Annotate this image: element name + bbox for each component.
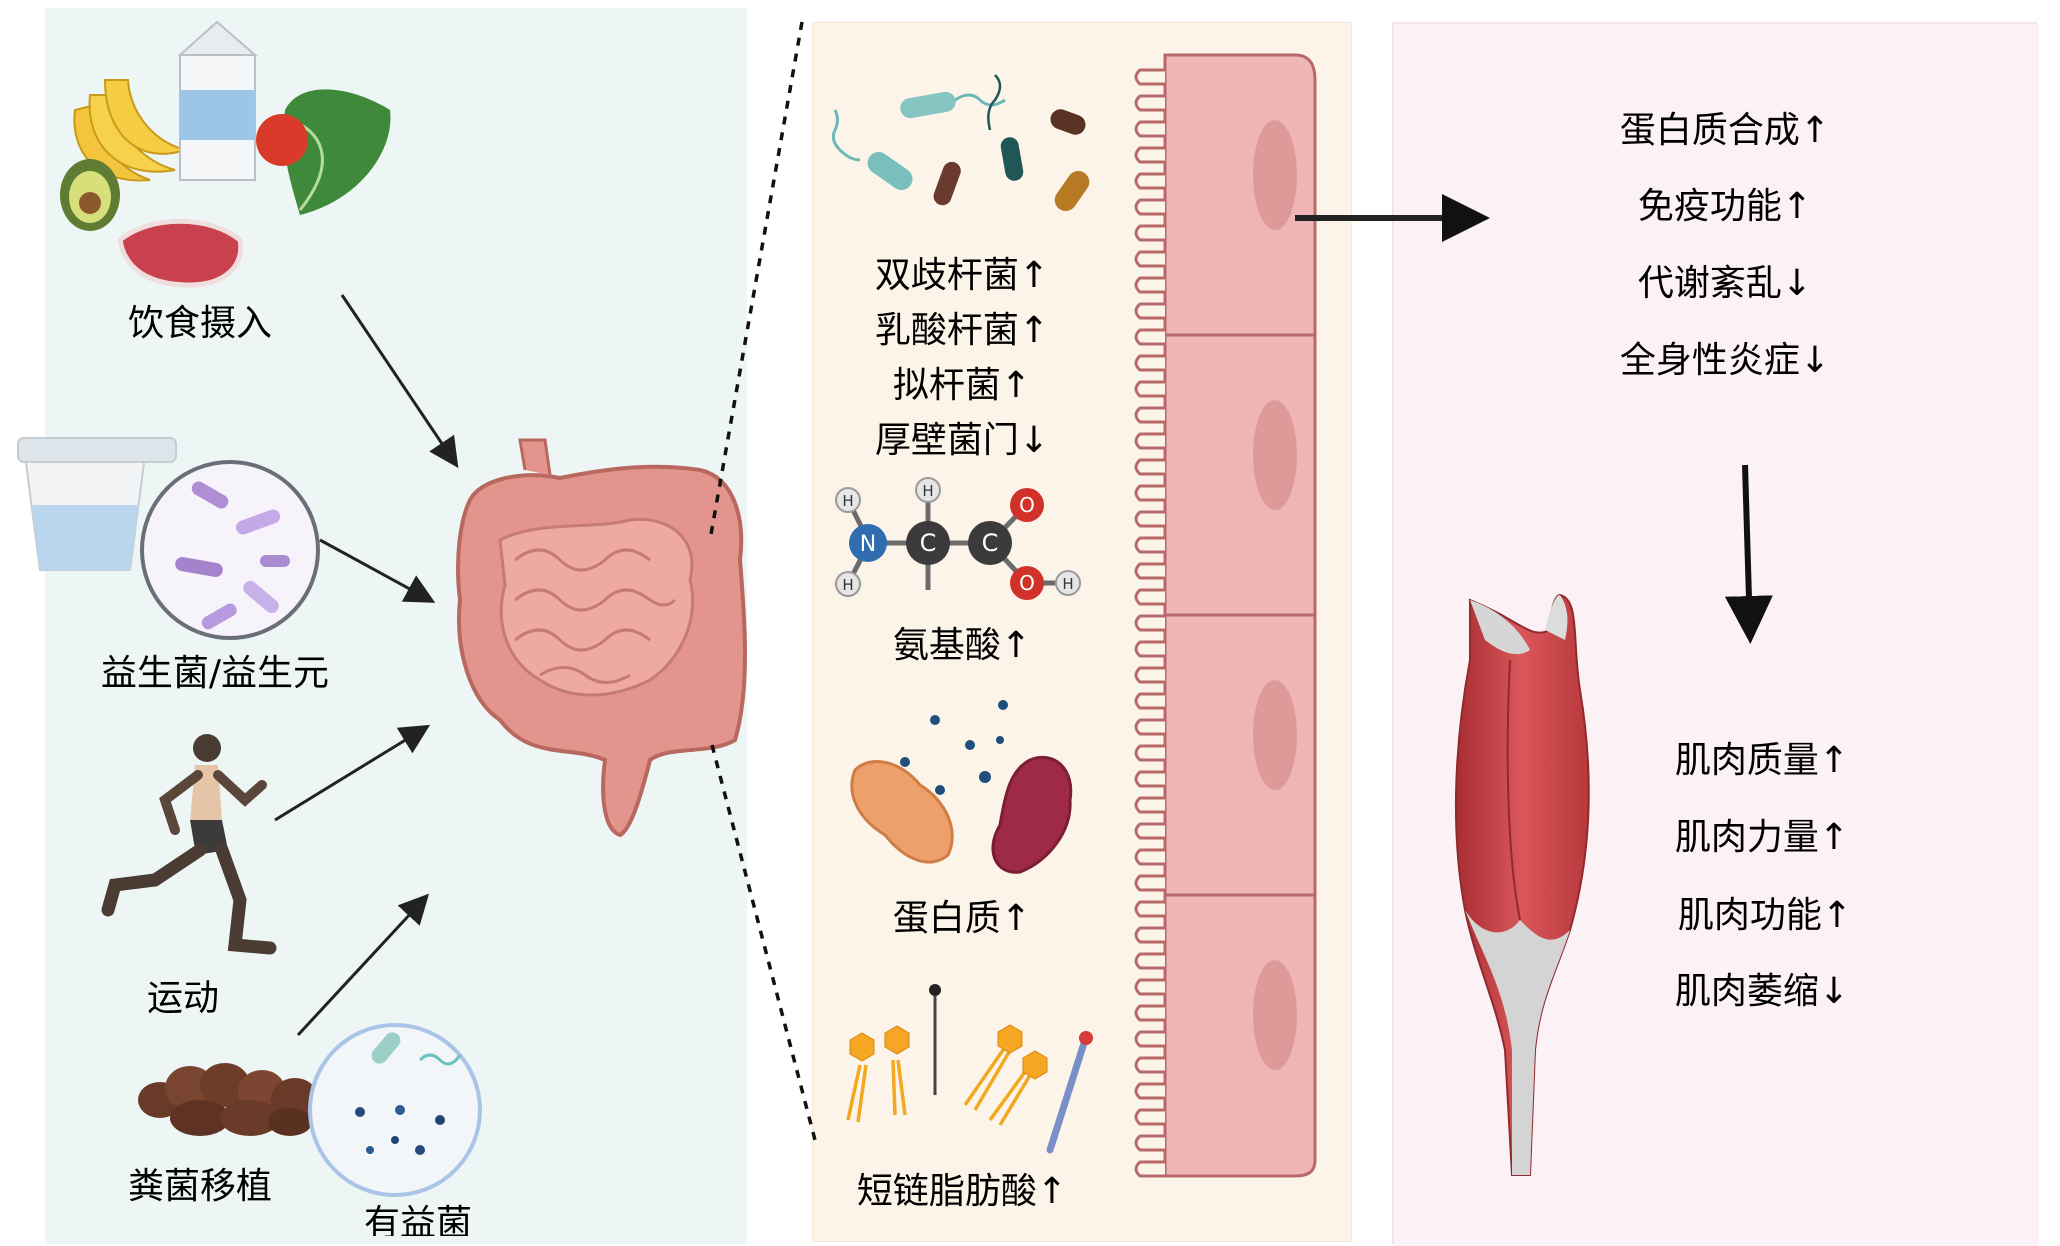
atom-label: C <box>920 529 937 557</box>
atom-label: H <box>842 576 853 594</box>
villus <box>1134 1056 1165 1074</box>
villus <box>1134 1082 1165 1100</box>
villus <box>1134 744 1165 762</box>
villus <box>1134 666 1165 684</box>
muscle-effect-function: 肌肉功能↑ <box>1678 895 1852 936</box>
villus <box>1134 770 1165 788</box>
atom-label: C <box>982 529 999 557</box>
villus <box>1134 536 1165 554</box>
intestine-icon <box>456 438 747 838</box>
atom-label: H <box>1062 575 1073 593</box>
villus <box>1134 1108 1165 1126</box>
villus <box>1134 510 1165 528</box>
atom-label: H <box>842 492 853 510</box>
input-label-exercise: 运动 <box>147 978 219 1019</box>
bacteria-change-firmicutes: 厚壁菌门↓ <box>875 420 1049 461</box>
zoom-lines <box>708 21 817 1141</box>
villus <box>1134 1030 1165 1048</box>
input-label-probiotics: 益生菌/益生元 <box>101 653 329 694</box>
villus <box>1134 1134 1165 1152</box>
input-label-fmt: 粪菌移植 <box>128 1166 272 1207</box>
villus <box>1134 796 1165 814</box>
villus <box>1134 458 1165 476</box>
villus <box>1134 562 1165 580</box>
atom-label: O <box>1019 571 1035 595</box>
villus <box>1134 926 1165 944</box>
villus <box>1134 354 1165 372</box>
systemic-effect-metabolic: 代谢紊乱↓ <box>1638 263 1812 304</box>
arrow-to-muscle <box>1724 464 1773 644</box>
atom-label: H <box>922 482 933 500</box>
villus <box>1134 198 1165 216</box>
scfa-icon <box>846 984 1093 1154</box>
villus <box>1134 978 1165 996</box>
villus <box>1134 640 1165 658</box>
villus <box>1134 900 1165 918</box>
beneficial-bacteria-label: 有益菌 <box>364 1203 472 1236</box>
villus <box>1134 250 1165 268</box>
villus <box>1134 302 1165 320</box>
villus <box>1134 146 1165 164</box>
villus <box>1134 224 1165 242</box>
villus <box>1134 484 1165 502</box>
amino-acid-atom-labels: H H N C C O O H H <box>842 482 1073 595</box>
bacteria-change-bacteroides: 拟杆菌↑ <box>893 365 1031 406</box>
muscle-effect-atrophy: 肌肉萎缩↓ <box>1675 971 1849 1012</box>
food-icon <box>60 20 391 288</box>
systemic-effect-protein-synthesis: 蛋白质合成↑ <box>1620 110 1830 151</box>
input-arrows <box>274 294 459 1037</box>
villus <box>1134 94 1165 112</box>
villus <box>1134 588 1165 606</box>
input-label-diet: 饮食摄入 <box>128 303 272 344</box>
atom-label: O <box>1019 493 1035 517</box>
bacteria-icon <box>831 74 1090 212</box>
villus <box>1134 1160 1165 1178</box>
villus <box>1134 822 1165 840</box>
villus <box>1134 406 1165 424</box>
villus <box>1134 1004 1165 1022</box>
systemic-effect-immune: 免疫功能↑ <box>1638 186 1812 227</box>
villus <box>1134 614 1165 632</box>
muscle-effect-strength: 肌肉力量↑ <box>1675 817 1849 858</box>
villus <box>1134 692 1165 710</box>
amino-acid-label: 氨基酸↑ <box>893 625 1031 666</box>
protein-icon <box>850 700 1073 874</box>
villus <box>1134 380 1165 398</box>
villus <box>1134 120 1165 138</box>
villus <box>1134 432 1165 450</box>
fecal-icon <box>138 1023 482 1197</box>
villus <box>1134 848 1165 866</box>
epithelium-icon <box>1134 53 1317 1178</box>
muscle-icon <box>1454 593 1590 1176</box>
protein-label: 蛋白质↑ <box>893 898 1031 939</box>
bacteria-change-bifidobacterium: 双歧杆菌↑ <box>875 255 1049 296</box>
villus <box>1134 874 1165 892</box>
villus <box>1134 952 1165 970</box>
bacteria-change-lactobacillus: 乳酸杆菌↑ <box>875 310 1049 351</box>
scfa-label: 短链脂肪酸↑ <box>857 1171 1067 1212</box>
amino-acid-molecule-icon <box>835 477 1081 600</box>
villus <box>1134 276 1165 294</box>
villus <box>1134 172 1165 190</box>
villus <box>1134 718 1165 736</box>
atom-label: N <box>860 532 876 557</box>
villus <box>1134 328 1165 346</box>
villus <box>1134 68 1165 86</box>
probiotic-icon <box>17 437 320 640</box>
runner-icon <box>101 734 277 955</box>
muscle-effect-mass: 肌肉质量↑ <box>1675 740 1849 781</box>
systemic-effect-inflammation: 全身性炎症↓ <box>1620 340 1830 381</box>
